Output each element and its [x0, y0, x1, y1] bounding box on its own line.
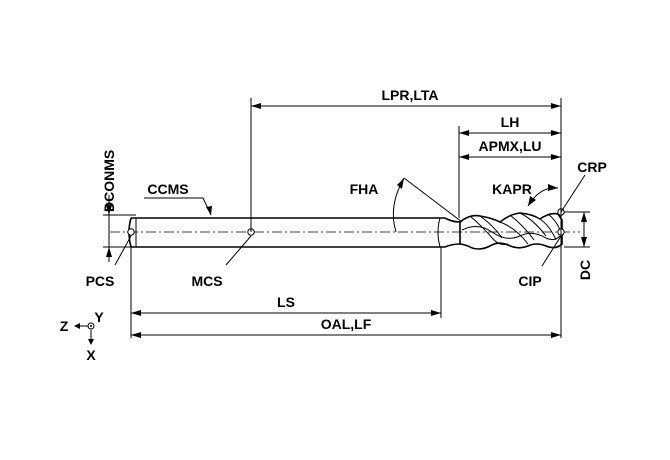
leader-cip: CIP	[518, 235, 562, 289]
dimension-oal-lf: OAL,LF	[131, 316, 561, 338]
label-oal-lf: OAL,LF	[321, 316, 372, 332]
extension-lines	[103, 98, 590, 338]
axis-label-z: Z	[60, 318, 69, 334]
leader-crp: CRP	[560, 159, 607, 213]
angle-fha: FHA	[350, 177, 463, 233]
axis-label-y: Y	[94, 309, 104, 325]
label-mcs: MCS	[191, 273, 222, 289]
tool-body	[110, 217, 580, 248]
label-pcs: PCS	[86, 273, 115, 289]
leader-mcs: MCS	[191, 235, 252, 289]
leader-ccms: CCMS	[144, 181, 212, 216]
label-apmx-lu: APMX,LU	[479, 138, 542, 154]
label-dconms: DCONMS	[101, 150, 117, 212]
cutting-flutes	[459, 212, 563, 250]
coordinate-axes: Z Y X	[60, 309, 105, 363]
dimension-lh: LH	[459, 114, 561, 136]
label-cip: CIP	[518, 273, 541, 289]
dimension-ls: LS	[131, 294, 441, 316]
label-dc: DC	[577, 260, 593, 280]
label-lh: LH	[501, 114, 520, 130]
dimension-lpr-lta: LPR,LTA	[251, 87, 561, 109]
leader-pcs: PCS	[86, 235, 132, 289]
label-crp: CRP	[577, 159, 607, 175]
label-ccms: CCMS	[147, 181, 188, 197]
label-ls: LS	[277, 294, 295, 310]
axis-label-x: X	[86, 347, 96, 363]
dimension-dc: DC	[577, 212, 593, 280]
pcs-point	[127, 228, 135, 236]
label-lpr-lta: LPR,LTA	[381, 87, 438, 103]
angle-kapr: KAPR	[492, 181, 559, 207]
dimension-apmx-lu: APMX,LU	[459, 138, 561, 160]
label-fha: FHA	[350, 181, 379, 197]
label-kapr: KAPR	[492, 181, 532, 197]
dimension-dconms: DCONMS	[101, 150, 117, 262]
